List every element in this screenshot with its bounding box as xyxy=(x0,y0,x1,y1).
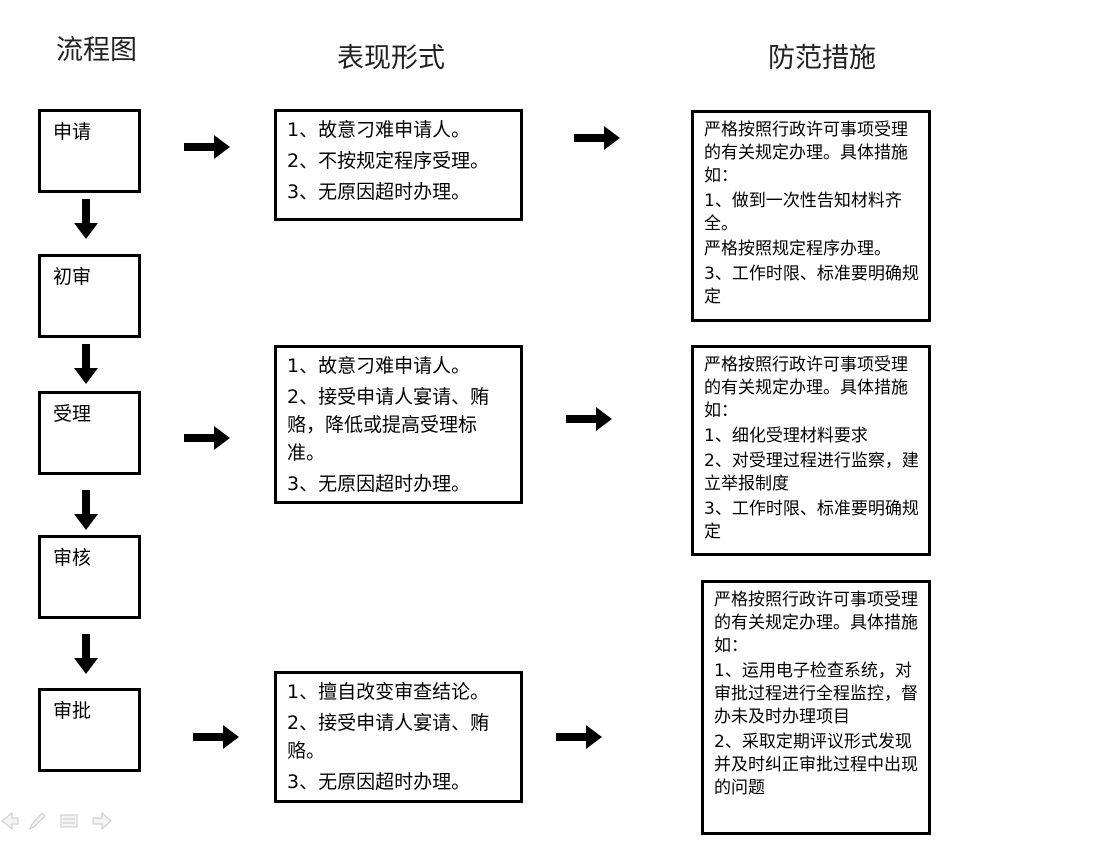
form-item: 1、擅自改变审查结论。 xyxy=(287,681,490,703)
form-item: 2、接受申请人宴请、贿赂，降低或提高受理标准。 xyxy=(287,386,490,464)
right-arrow-form-to-measure-2 xyxy=(566,407,612,431)
right-arrow-form-to-measure-1 xyxy=(574,126,620,150)
previous-slide-icon[interactable] xyxy=(0,810,20,832)
step-application: 申请 xyxy=(38,109,141,193)
step-review: 审核 xyxy=(38,535,141,619)
form-item: 3、无原因超时办理。 xyxy=(287,473,471,495)
right-arrow-step-to-form-3 xyxy=(193,725,239,749)
form-item: 1、故意刁难申请人。 xyxy=(287,355,471,377)
measure-item: 1、细化受理材料要求 xyxy=(704,426,868,446)
measure-item: 3、工作时限、标准要明确规定 xyxy=(704,264,919,307)
measure-item: 1、做到一次性告知材料齐全。 xyxy=(704,191,902,234)
measures-panel-acceptance: 严格按照行政许可事项受理的有关规定办理。具体措施如： 1、细化受理材料要求 2、… xyxy=(691,345,931,556)
forms-panel-acceptance: 1、故意刁难申请人。 2、接受申请人宴请、贿赂，降低或提高受理标准。 3、无原因… xyxy=(274,345,523,504)
form-item: 3、无原因超时办理。 xyxy=(287,181,471,203)
right-arrow-step-to-form-2 xyxy=(184,426,230,450)
form-item: 3、无原因超时办理。 xyxy=(287,771,471,793)
down-arrow-4 xyxy=(74,634,98,674)
measure-item: 严格按照规定程序办理。 xyxy=(704,239,891,259)
right-arrow-step-to-form-1 xyxy=(184,135,230,159)
step-approval: 审批 xyxy=(38,688,141,772)
form-item: 1、故意刁难申请人。 xyxy=(287,119,471,141)
right-arrow-form-to-measure-3 xyxy=(556,725,602,749)
form-item: 2、接受申请人宴请、贿赂。 xyxy=(287,712,490,762)
down-arrow-2 xyxy=(74,344,98,384)
forms-header: 表现形式 xyxy=(337,43,445,74)
forms-panel-approval: 1、擅自改变审查结论。 2、接受申请人宴请、贿赂。 3、无原因超时办理。 xyxy=(274,671,523,803)
measures-panel-approval: 严格按照行政许可事项受理的有关规定办理。具体措施如： 1、运用电子检查系统，对审… xyxy=(701,580,931,835)
down-arrow-3 xyxy=(74,490,98,530)
measure-item: 2、对受理过程进行监察，建立举报制度 xyxy=(704,451,919,494)
measure-item: 1、运用电子检查系统，对审批过程进行全程监控，督办未及时办理项目 xyxy=(714,661,918,727)
pen-icon[interactable] xyxy=(26,810,48,832)
measures-panel-application: 严格按照行政许可事项受理的有关规定办理。具体措施如： 1、做到一次性告知材料齐全… xyxy=(691,110,931,322)
form-item: 2、不按规定程序受理。 xyxy=(287,150,490,172)
measure-item: 严格按照行政许可事项受理的有关规定办理。具体措施如： xyxy=(714,590,918,656)
menu-icon[interactable] xyxy=(58,810,80,832)
measure-item: 2、采取定期评议形式发现并及时纠正审批过程中出现的问题 xyxy=(714,732,918,798)
measure-item: 严格按照行政许可事项受理的有关规定办理。具体措施如： xyxy=(704,355,908,421)
flow-header: 流程图 xyxy=(56,35,137,66)
measure-item: 3、工作时限、标准要明确规定 xyxy=(704,499,919,542)
down-arrow-1 xyxy=(74,199,98,239)
next-slide-icon[interactable] xyxy=(90,810,114,832)
measures-header: 防范措施 xyxy=(768,43,876,74)
measure-item: 严格按照行政许可事项受理的有关规定办理。具体措施如： xyxy=(704,120,908,186)
step-acceptance: 受理 xyxy=(38,391,141,475)
step-preliminary-review: 初审 xyxy=(38,254,141,338)
forms-panel-application: 1、故意刁难申请人。 2、不按规定程序受理。 3、无原因超时办理。 xyxy=(274,109,523,221)
